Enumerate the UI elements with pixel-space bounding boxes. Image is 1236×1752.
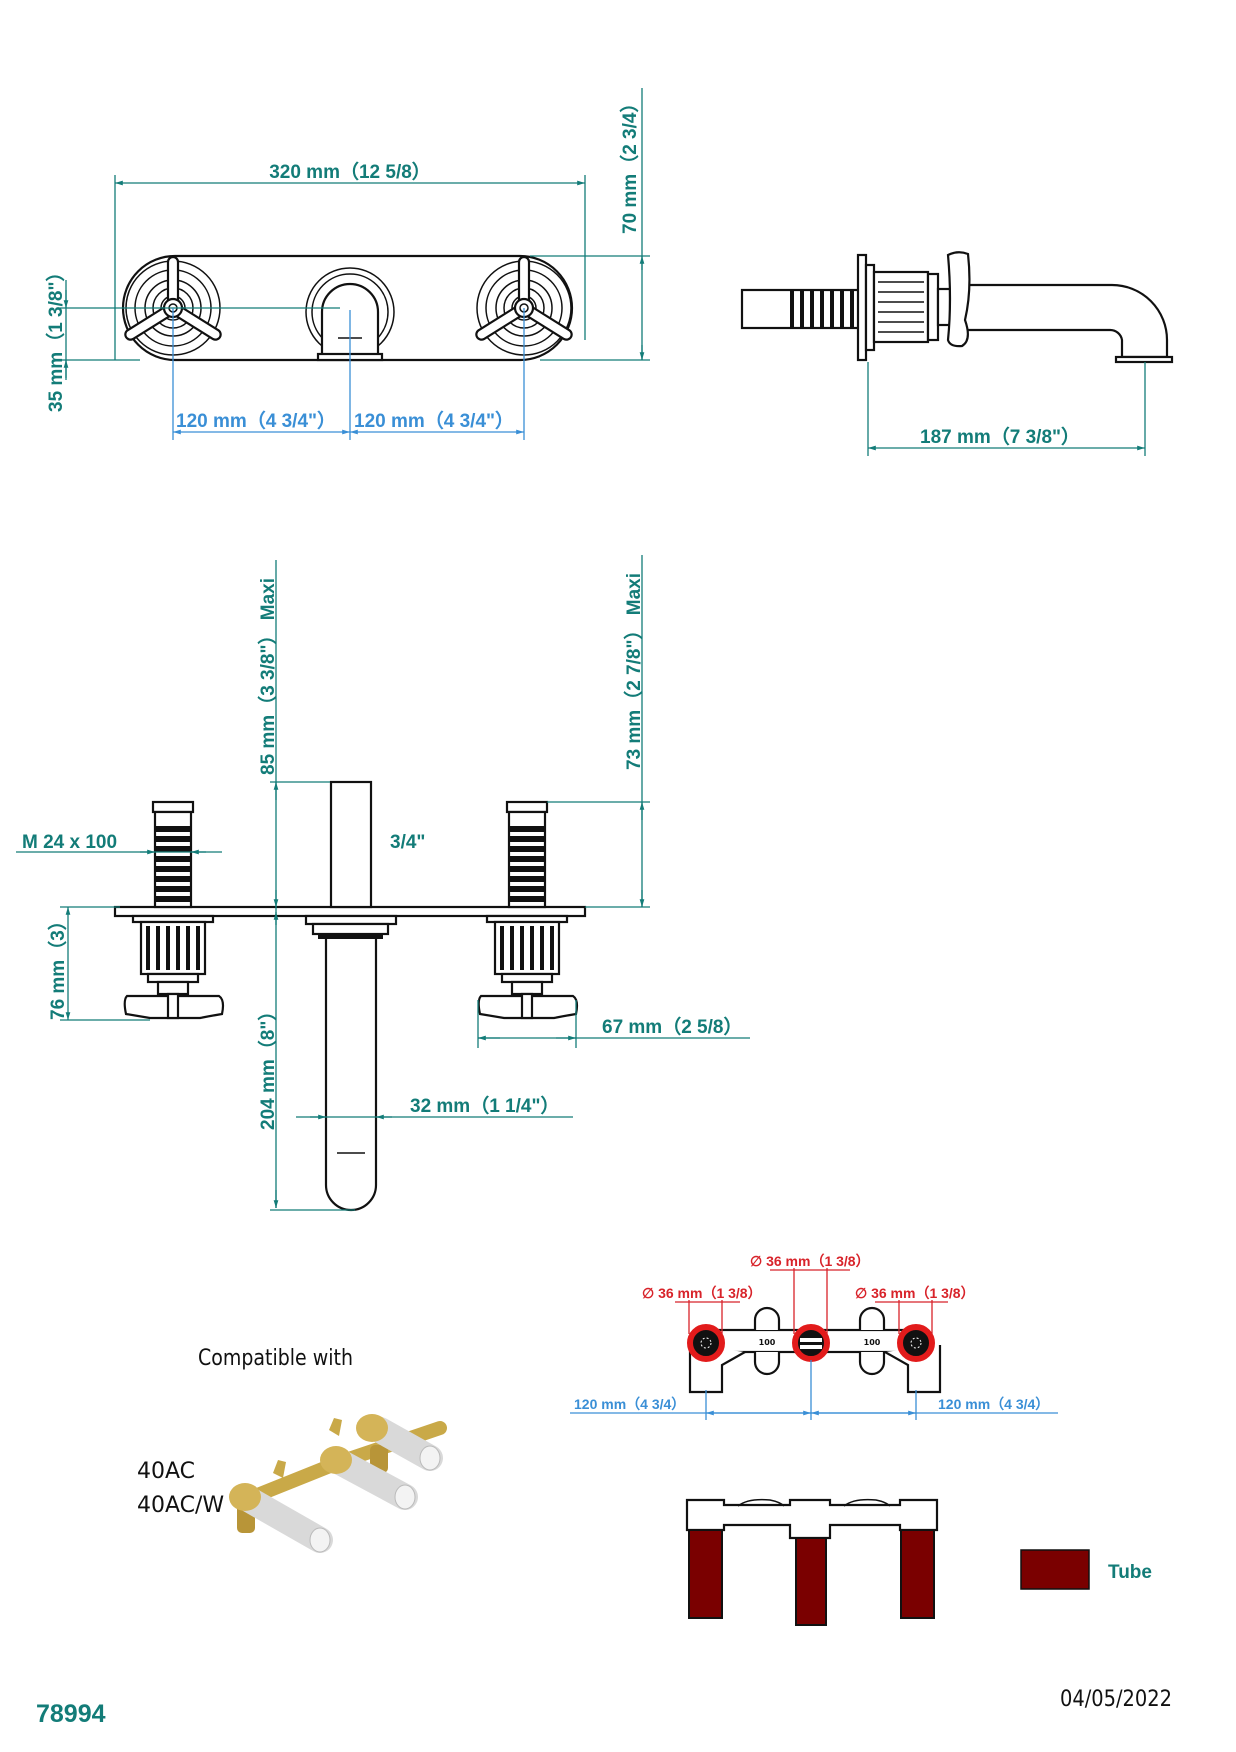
compatible-model-1: 40AC <box>137 1459 195 1484</box>
connection-size-label: 3/4" <box>390 832 425 853</box>
rough-in-front-view <box>685 1498 939 1626</box>
left-spacing-dimension: 120 mm（4 3/4"） <box>176 409 336 432</box>
handle-width-dimension: 67 mm（2 5/8） <box>602 1015 742 1038</box>
valve-max-dimension: 73 mm（2 7/8"） Maxi <box>622 573 645 770</box>
tube-legend-label: Tube <box>1108 1562 1152 1583</box>
right-spacing-dimension: 120 mm（4 3/4"） <box>354 409 514 432</box>
left-cartridge <box>123 800 225 1020</box>
right-handle-front <box>475 255 573 356</box>
projection-dimension: 187 mm（7 3/8"） <box>920 425 1080 448</box>
body-mark-right: 100 <box>864 1338 881 1347</box>
left-diameter-dimension: ∅ 36 mm（1 3/8） <box>642 1285 762 1301</box>
installation-view: 85 mm（3 3/8"） Maxi 204 mm（8"） 73 mm（2 7/… <box>16 555 750 1212</box>
center-outlet-ring <box>792 1324 830 1362</box>
spout-length-dimension: 204 mm（8"） <box>256 1002 279 1130</box>
tube-legend-swatch <box>1020 1549 1090 1590</box>
front-view: 320 mm（12 5/8） 70 mm（2 3/4） 35 mm（1 3/8"… <box>44 88 650 440</box>
tube-center <box>795 1537 827 1626</box>
body-mark-left: 100 <box>759 1338 776 1347</box>
compatible-model-2: 40AC/W <box>137 1493 224 1518</box>
center-diameter-dimension: ∅ 36 mm（1 3/8） <box>750 1253 870 1269</box>
center-height-dimension: 35 mm（1 3/8"） <box>44 263 67 412</box>
compatible-with-title: Compatible with <box>198 1346 353 1371</box>
rough-in-valve-illustration <box>229 1414 447 1553</box>
right-inlet-ring <box>897 1324 935 1362</box>
overall-width-dimension: 320 mm（12 5/8） <box>269 160 431 183</box>
side-view: 187 mm（7 3/8"） <box>740 251 1174 456</box>
spout-section <box>304 780 398 1212</box>
rough-in-right-spacing: 120 mm（4 3/4） <box>938 1396 1049 1412</box>
rough-in-left-spacing: 120 mm（4 3/4） <box>574 1396 685 1412</box>
spout-diameter-dimension: 32 mm（1 1/4"） <box>410 1094 559 1117</box>
tube-left <box>688 1529 723 1619</box>
thread-dimension: M 24 x 100 <box>22 832 117 853</box>
product-code: 78994 <box>36 1700 106 1728</box>
handle-depth-dimension: 76 mm（3） <box>46 911 69 1020</box>
legend: Tube <box>1020 1549 1152 1590</box>
plate-height-dimension: 70 mm（2 3/4） <box>618 94 641 234</box>
document-date: 04/05/2022 <box>1060 1687 1172 1712</box>
left-inlet-ring <box>687 1324 725 1362</box>
tube-right <box>900 1529 935 1619</box>
right-cartridge <box>477 800 579 1020</box>
spout-max-dimension: 85 mm（3 3/8"） Maxi <box>256 578 279 775</box>
right-diameter-dimension: ∅ 36 mm（1 3/8） <box>855 1285 975 1301</box>
rough-in-top-view: 100 100 ∅ 36 mm（1 3/8） ∅ 36 mm（1 3/8） ∅ … <box>570 1253 1058 1420</box>
compatibility-section: Compatible with 40AC 40AC/W <box>137 1346 447 1553</box>
